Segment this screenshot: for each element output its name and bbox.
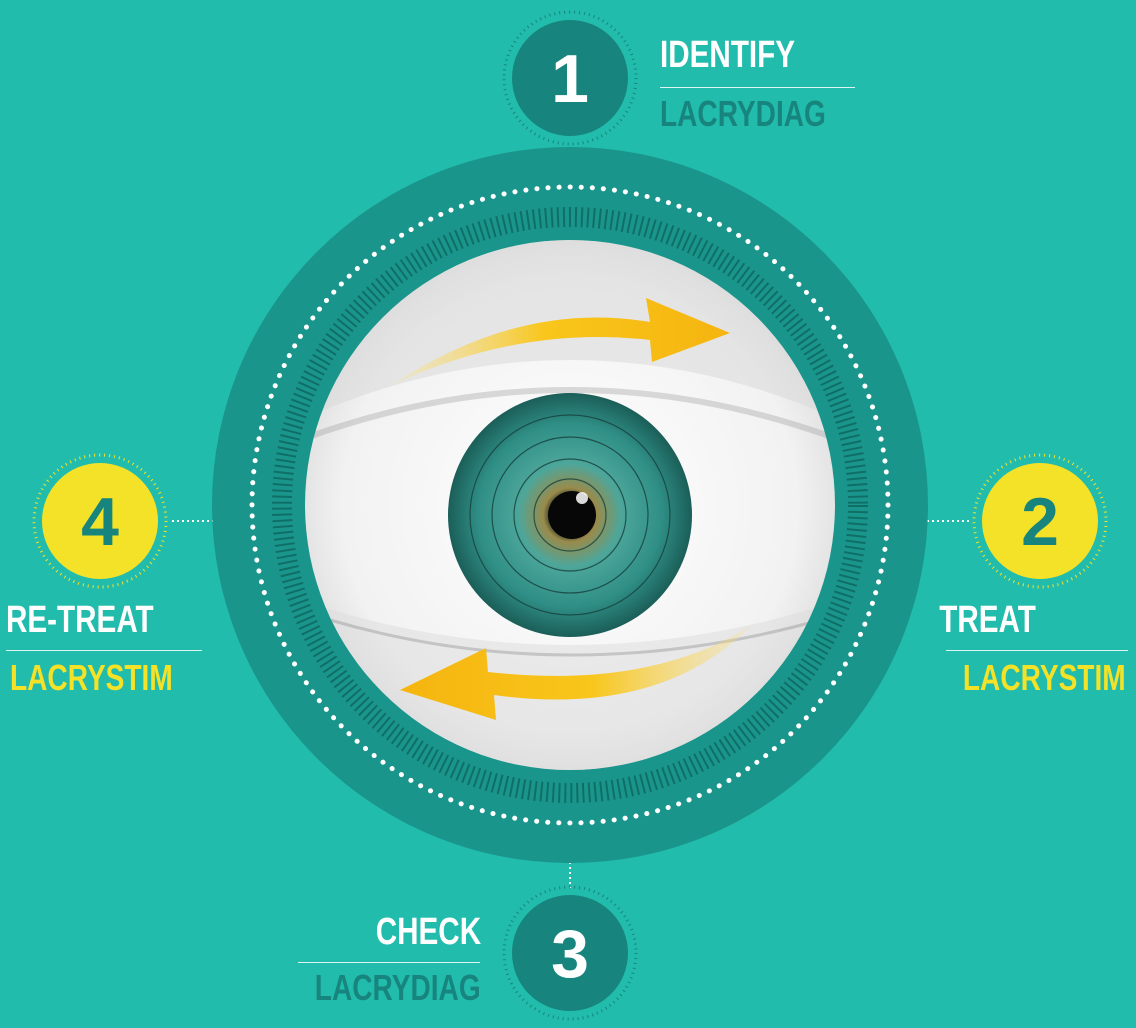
step-3-divider	[298, 962, 480, 963]
step-4-title: RE-TREAT	[6, 601, 154, 639]
step-number-2: 2	[1021, 484, 1059, 560]
step-2-title: TREAT	[939, 601, 1036, 639]
step-number-3: 3	[551, 916, 589, 992]
step-number-4: 4	[81, 484, 119, 560]
step-4-product: LACRYSTIM	[10, 660, 173, 696]
step-3-product: LACRYDIAG	[315, 970, 481, 1006]
step-2-product: LACRYSTIM	[963, 660, 1126, 696]
step-1-title: IDENTIFY	[660, 36, 795, 74]
step-2-divider	[946, 650, 1128, 651]
step-1-product: LACRYDIAG	[660, 96, 826, 132]
step-4-divider	[6, 650, 202, 651]
pupil	[548, 491, 596, 539]
step-number-1: 1	[551, 41, 589, 117]
step-3-title: CHECK	[376, 913, 481, 951]
step-1-divider	[660, 87, 855, 88]
